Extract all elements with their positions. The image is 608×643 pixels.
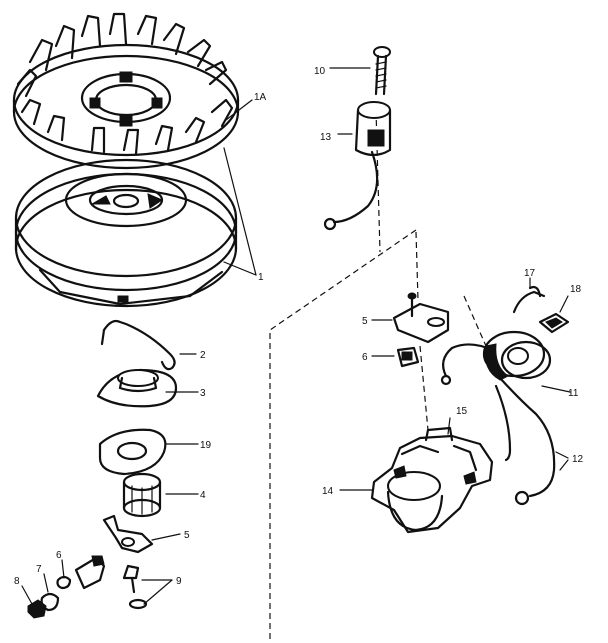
dashed-assembly-outline [269, 109, 487, 640]
small-clip-part [371, 346, 420, 368]
callout-label: 5 [184, 530, 190, 541]
callout-label: 9 [176, 576, 182, 587]
terminal-part [323, 101, 392, 231]
callout-label: 15 [456, 406, 468, 417]
callout-label: 7 [36, 564, 42, 575]
ignition-coil-part [440, 330, 571, 506]
clip-part [538, 295, 570, 334]
spring-clip-part [100, 319, 197, 371]
housing-part [339, 417, 494, 534]
screw-part [329, 46, 391, 96]
points-assembly-part [21, 555, 173, 619]
washer-part [98, 428, 199, 476]
callout-label: 3 [200, 388, 206, 399]
callout-label: 8 [14, 576, 20, 587]
callout-label: 12 [572, 454, 584, 465]
callout-label: 4 [200, 490, 206, 501]
bracket-part [371, 292, 450, 344]
callout-label: 5 [362, 316, 368, 327]
callout-label: 11 [568, 388, 579, 399]
leader-lines-flywheel [223, 99, 257, 276]
callout-label: 1 [258, 272, 264, 283]
callout-label: 2 [200, 350, 206, 361]
spring-part [512, 277, 546, 314]
callout-label: 6 [56, 550, 62, 561]
bushing-part [122, 472, 199, 518]
dust-cover-part [96, 368, 199, 408]
flywheel-fan-part [12, 12, 240, 170]
callout-label: 1A [254, 92, 267, 103]
breaker-arm-part [102, 514, 181, 554]
callout-labels: 10 13 1A 1 17 18 5 6 11 2 3 15 12 19 14 … [14, 66, 584, 587]
callout-label: 17 [524, 268, 536, 279]
callout-label: 19 [200, 440, 212, 451]
flywheel-part [14, 158, 238, 308]
callout-label: 14 [322, 486, 334, 497]
callout-label: 13 [320, 132, 332, 143]
callout-label: 18 [570, 284, 582, 295]
callout-label: 6 [362, 352, 368, 363]
callout-label: 10 [314, 66, 326, 77]
